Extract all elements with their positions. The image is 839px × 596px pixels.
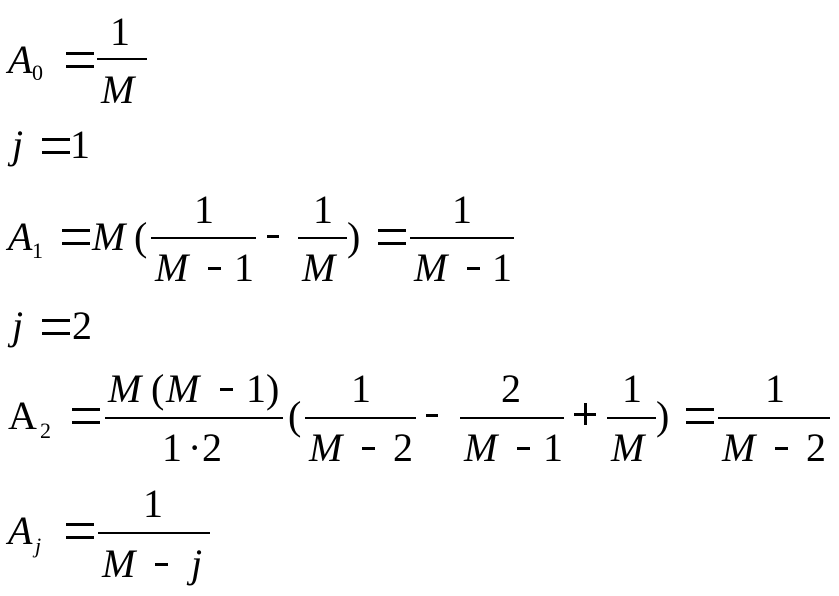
fraction-bar: [718, 417, 830, 419]
fraction1-denominator-tail: 1: [234, 245, 254, 290]
a2-subscript: 2: [40, 418, 51, 443]
coef-numerator-m: M: [108, 366, 142, 411]
equals-bar: [66, 523, 94, 526]
fraction-bar: [460, 417, 564, 419]
equals-bar: [378, 242, 406, 245]
fraction1-numerator: 1: [194, 187, 214, 232]
fraction-bar: [607, 417, 656, 419]
fraction-bar: [97, 58, 147, 60]
fraction-bar: [298, 237, 347, 239]
aj-denominator-tail: j: [191, 541, 203, 586]
fraction2-denominator-tail: 1: [543, 425, 563, 470]
fraction-bar: [98, 532, 210, 534]
a0-denominator: M: [101, 67, 135, 112]
fraction2-denominator: M: [302, 245, 336, 290]
equals-bar: [686, 421, 714, 424]
result-denominator-var: M: [722, 425, 756, 470]
equals-bar: [686, 408, 714, 411]
coef-numerator-m2: M: [166, 366, 200, 411]
equals-bar: [42, 151, 70, 154]
a0-symbol: A: [8, 37, 33, 82]
plus-sign: [584, 403, 587, 425]
fraction1-denominator-tail: 2: [393, 425, 413, 470]
a1-symbol: A: [8, 214, 33, 259]
equals-bar: [62, 242, 90, 245]
result-denominator-tail: 2: [806, 425, 826, 470]
aj-denominator-var: M: [102, 541, 136, 586]
equals-bar: [66, 52, 94, 55]
fraction3-denominator: M: [611, 425, 645, 470]
a0-subscript: 0: [32, 60, 43, 85]
j-variable: j: [12, 303, 24, 348]
minus-sign: [467, 267, 480, 270]
minus-sign: [267, 235, 279, 238]
fraction-bar: [410, 237, 514, 239]
equals-bar: [72, 421, 100, 424]
fraction2-denominator-var: M: [464, 425, 498, 470]
fraction1-denominator-var: M: [155, 245, 189, 290]
right-paren: ): [347, 214, 361, 259]
minus-sign: [362, 447, 375, 450]
minus-sign: [220, 388, 233, 391]
equals-bar: [62, 229, 90, 232]
coef-numerator-paren: (: [151, 366, 165, 411]
j-value: 1: [70, 122, 90, 167]
result-numerator: 1: [452, 187, 472, 232]
fraction1-numerator: 1: [351, 366, 371, 411]
a2-symbol: A: [8, 393, 37, 438]
minus-sign: [517, 447, 530, 450]
j-variable: j: [12, 122, 24, 167]
equals-bar: [42, 332, 70, 335]
equals-bar: [66, 65, 94, 68]
fraction3-numerator: 1: [622, 366, 642, 411]
fraction-bar: [105, 417, 283, 419]
equals-bar: [378, 229, 406, 232]
a1-subscript: 1: [32, 238, 43, 263]
result-denominator-var: M: [414, 245, 448, 290]
coef-denominator-dot: ·: [188, 425, 202, 470]
aj-numerator: 1: [143, 481, 163, 526]
coef-numerator-tail: 1): [246, 366, 280, 411]
a0-numerator: 1: [110, 9, 130, 54]
minus-sign: [426, 414, 438, 417]
equals-bar: [66, 536, 94, 539]
aj-symbol: A: [8, 508, 33, 553]
coef-denominator-b: 2: [202, 425, 222, 470]
coef-denominator-a: 1: [162, 425, 182, 470]
j-value: 2: [72, 303, 92, 348]
equals-bar: [72, 408, 100, 411]
fraction-bar: [151, 237, 256, 239]
result-numerator: 1: [765, 366, 785, 411]
right-paren: ): [656, 393, 670, 438]
a1-coefficient: M: [92, 214, 126, 259]
equals-bar: [42, 138, 70, 141]
fraction2-numerator: 1: [313, 187, 333, 232]
fraction2-numerator: 2: [501, 366, 521, 411]
left-paren: (: [288, 393, 302, 438]
minus-sign: [208, 267, 221, 270]
fraction-bar: [305, 417, 416, 419]
fraction1-denominator-var: M: [309, 425, 343, 470]
result-denominator-tail: 1: [492, 245, 512, 290]
minus-sign: [775, 447, 788, 450]
left-paren: (: [134, 214, 148, 259]
aj-subscript: j: [35, 533, 42, 558]
equals-bar: [42, 319, 70, 322]
minus-sign: [155, 563, 168, 566]
